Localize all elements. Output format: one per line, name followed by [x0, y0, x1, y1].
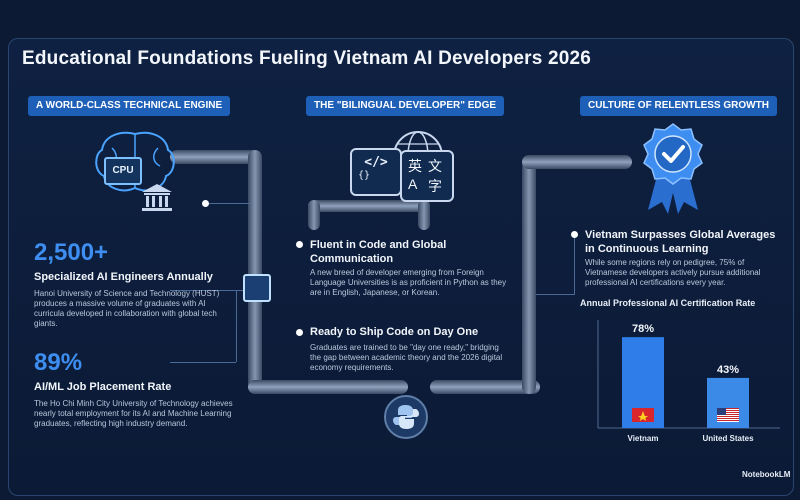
certification-bar-chart: 78% Vietnam 43% United States — [597, 320, 780, 443]
connector-line — [205, 203, 250, 204]
connector-line — [536, 294, 575, 295]
lang-glyph: 文 — [428, 158, 442, 174]
code-glyph: </> — [364, 155, 388, 170]
vietnam-flag-icon — [632, 408, 654, 422]
python-logo-icon — [384, 395, 428, 439]
award-badge-icon — [643, 123, 703, 214]
connector-line — [236, 290, 237, 362]
translate-bubble-icon: 英 文 A 字 — [400, 150, 454, 202]
middle-section-header: THE "BILINGUAL DEVELOPER" EDGE — [306, 96, 505, 116]
pipe-segment — [308, 200, 320, 230]
point-code-text: A new breed of developer emerging from F… — [310, 268, 507, 297]
page-title: Educational Foundations Fueling Vietnam … — [22, 48, 592, 69]
growth-headline: Vietnam Surpasses Global Averages in Con… — [585, 229, 776, 255]
pipe-segment — [248, 380, 408, 394]
bar-value-label: 43% — [717, 364, 739, 376]
usa-flag-icon — [717, 408, 739, 422]
category-label: United States — [702, 434, 754, 443]
microchip-icon — [243, 274, 271, 302]
bullet-dot — [571, 231, 578, 238]
connector-line — [574, 238, 575, 294]
stat-placement-value: 89% — [34, 349, 83, 376]
pipe-segment — [430, 380, 540, 394]
connector-line — [170, 290, 250, 291]
pipe-segment — [170, 150, 260, 164]
lang-glyph: A — [408, 176, 418, 192]
lang-glyph: 字 — [428, 178, 442, 194]
point-code-title: Fluent in Code and Global Communication — [310, 239, 447, 265]
lang-glyph: 英 — [408, 158, 422, 174]
brand-watermark: NotebookLM — [742, 470, 791, 479]
right-section-header: CULTURE OF RELENTLESS GROWTH — [580, 96, 777, 116]
connector-dot — [202, 200, 209, 207]
cpu-chip-icon: CPU — [104, 157, 142, 185]
university-building-icon — [142, 184, 172, 211]
bar-value-label: 78% — [632, 323, 654, 335]
pipe-segment — [248, 150, 262, 390]
pipe-segment — [418, 200, 430, 230]
growth-text: While some regions rely on pedigree, 75%… — [585, 258, 761, 287]
bullet-dot — [296, 241, 303, 248]
code-bubble-icon: </> {} — [350, 148, 402, 196]
stat-placement-text: The Ho Chi Minh City University of Techn… — [34, 399, 233, 428]
stat-placement-label: AI/ML Job Placement Rate — [34, 381, 172, 393]
stat-engineers-value: 2,500+ — [34, 239, 109, 266]
stat-engineers-text: Hanoi University of Science and Technolo… — [34, 289, 220, 328]
chart-title: Annual Professional AI Certification Rat… — [580, 298, 756, 308]
stat-engineers-label: Specialized AI Engineers Annually — [34, 271, 213, 283]
connector-line — [170, 362, 236, 363]
category-label: Vietnam — [628, 434, 659, 443]
point-ship-text: Graduates are trained to be "day one rea… — [310, 343, 503, 372]
pipe-segment — [522, 155, 632, 169]
point-ship-title: Ready to Ship Code on Day One — [310, 326, 479, 338]
pipe-segment — [522, 160, 536, 394]
left-section-header: A WORLD-CLASS TECHNICAL ENGINE — [28, 96, 231, 116]
pipe-segment — [308, 200, 430, 212]
brace-glyph: {} — [358, 170, 371, 181]
bullet-dot — [296, 329, 303, 336]
